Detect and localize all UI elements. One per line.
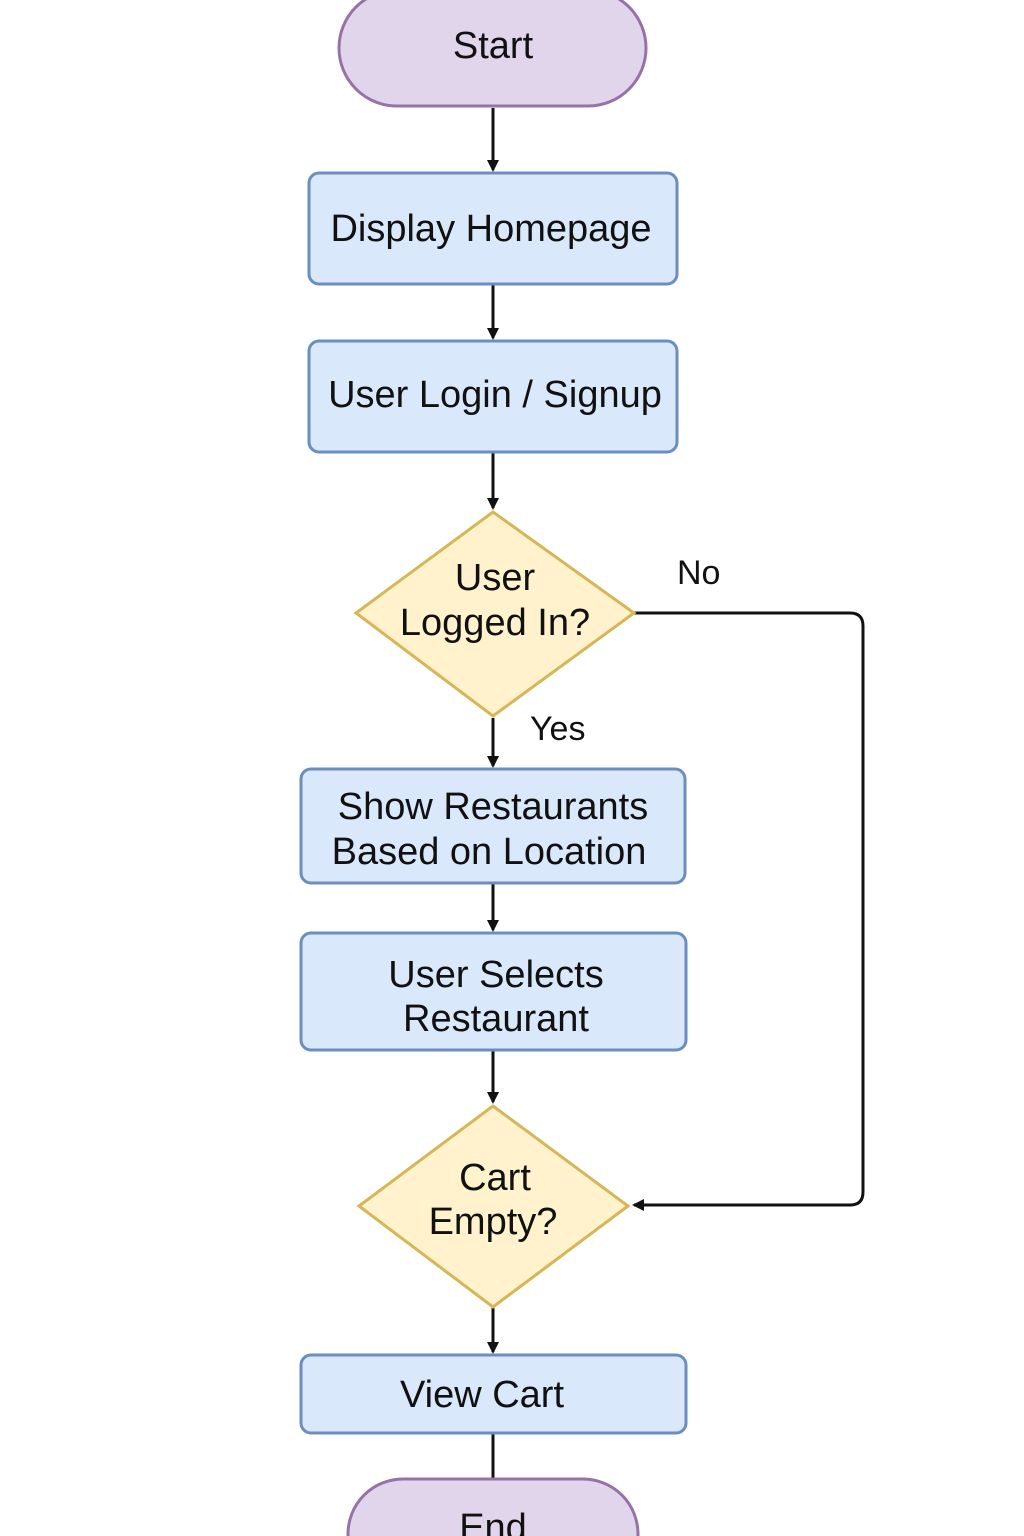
edges [487, 108, 865, 1478]
cart-empty-decision: Cart Empty? [356, 1104, 631, 1309]
user-login-shape [307, 339, 679, 454]
no-label: No [677, 554, 720, 592]
user-login-node: User Login / Signup [307, 339, 679, 454]
show-restaurants-node: Show Restaurants Based on Location [299, 767, 687, 885]
end-shape [346, 1477, 640, 1536]
display-homepage-node: Display Homepage [307, 171, 679, 286]
end-node: End [346, 1477, 640, 1536]
display-homepage-label: Display Homepage [330, 208, 651, 250]
cart-empty-label-line1: Cart [459, 1157, 531, 1199]
edge-no-branch [632, 611, 865, 1211]
user-selects-shape [299, 931, 688, 1052]
start-label: Start [453, 25, 534, 67]
user-selects-label-line2: Restaurant [403, 998, 589, 1040]
user-logged-in-label-line1: User [455, 557, 536, 599]
display-homepage-shape [307, 171, 679, 286]
user-login-label: User Login / Signup [328, 374, 662, 416]
end-label: End [459, 1507, 527, 1536]
view-cart-node: View Cart [299, 1353, 688, 1435]
show-restaurants-label-line2: Based on Location [332, 831, 647, 873]
start-shape [337, 0, 648, 108]
cart-empty-label-line2: Empty? [429, 1201, 558, 1243]
view-cart-shape [299, 1353, 688, 1435]
cart-empty-shape [356, 1104, 631, 1309]
start-node: Start [337, 0, 648, 108]
user-selects-label-line1: User Selects [388, 954, 603, 996]
user-logged-in-decision: User Logged In? [353, 510, 637, 718]
show-restaurants-label-line1: Show Restaurants [338, 786, 649, 828]
view-cart-label: View Cart [400, 1374, 564, 1416]
user-logged-in-shape [353, 510, 637, 718]
user-selects-node: User Selects Restaurant [299, 931, 688, 1052]
show-restaurants-shape [299, 767, 687, 885]
yes-label: Yes [530, 710, 585, 748]
user-logged-in-label-line2: Logged In? [400, 602, 590, 644]
